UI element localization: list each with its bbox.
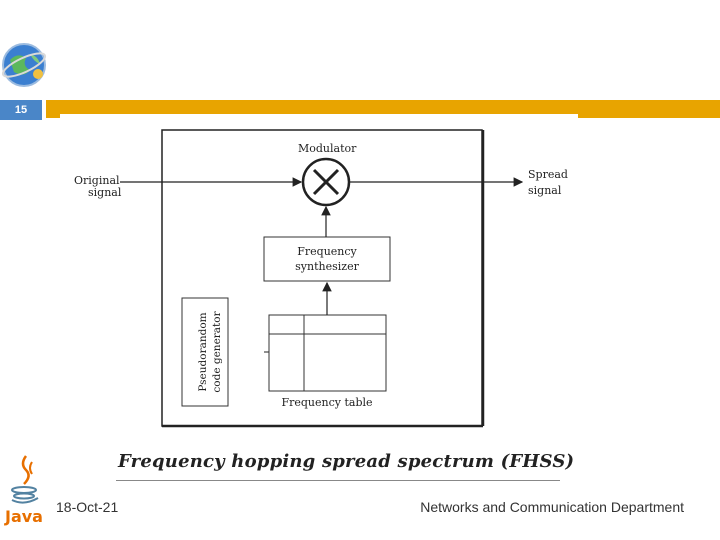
modulator-cross-b xyxy=(312,168,340,196)
footer-date: 18-Oct-21 xyxy=(56,499,119,515)
header-accent-gap xyxy=(60,114,578,120)
pn-generator-box xyxy=(181,297,229,407)
footer-department: Networks and Communication Department xyxy=(420,499,684,515)
globe-logo-icon xyxy=(1,43,47,87)
frequency-synthesizer-box xyxy=(263,236,391,282)
caption-underline xyxy=(116,480,560,481)
java-logo-icon: Java xyxy=(4,455,43,526)
slide-number-badge xyxy=(0,100,42,120)
header-accent-bar xyxy=(46,100,720,118)
figure-caption: Frequency hopping spread spectrum (FHSS) xyxy=(118,451,575,472)
frequency-table-label: Frequency table xyxy=(281,396,372,409)
fhss-diagram: Original signal Modulator Spread signal … xyxy=(74,129,568,428)
slide-number: 15 xyxy=(14,104,28,116)
java-logo-text: Java xyxy=(4,507,43,526)
frequency-synthesizer-label-1: Frequency xyxy=(297,245,357,258)
original-signal-label-2: signal xyxy=(88,186,122,199)
spread-signal-label-2: signal xyxy=(528,184,562,197)
pn-generator-label-1: Pseudorandom xyxy=(197,312,209,391)
original-signal-label-1: Original xyxy=(74,174,120,187)
modulator-label: Modulator xyxy=(298,142,357,155)
frequency-synthesizer-label-2: synthesizer xyxy=(295,260,359,273)
spread-signal-label-1: Spread xyxy=(528,168,568,181)
pn-generator-label-2: code generator xyxy=(211,310,223,392)
frequency-table xyxy=(268,314,387,392)
